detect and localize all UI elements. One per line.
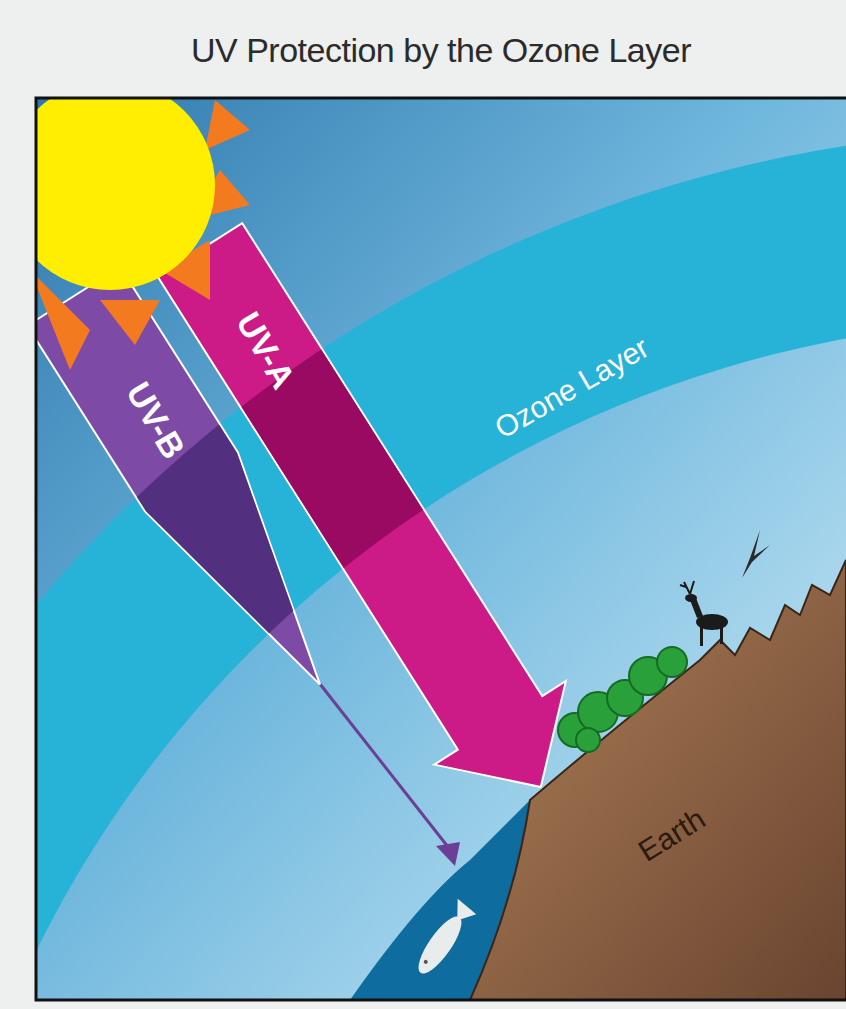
frame (36, 98, 846, 1000)
trees (558, 647, 687, 752)
earth-hill (470, 560, 846, 1000)
sun (36, 98, 250, 370)
bird (742, 530, 770, 578)
uvb-beam (36, 267, 460, 866)
diagram-title: UV Protection by the Ozone Layer (191, 31, 691, 70)
ozone-band (36, 98, 846, 1000)
fish (411, 899, 478, 980)
deer (680, 581, 728, 646)
